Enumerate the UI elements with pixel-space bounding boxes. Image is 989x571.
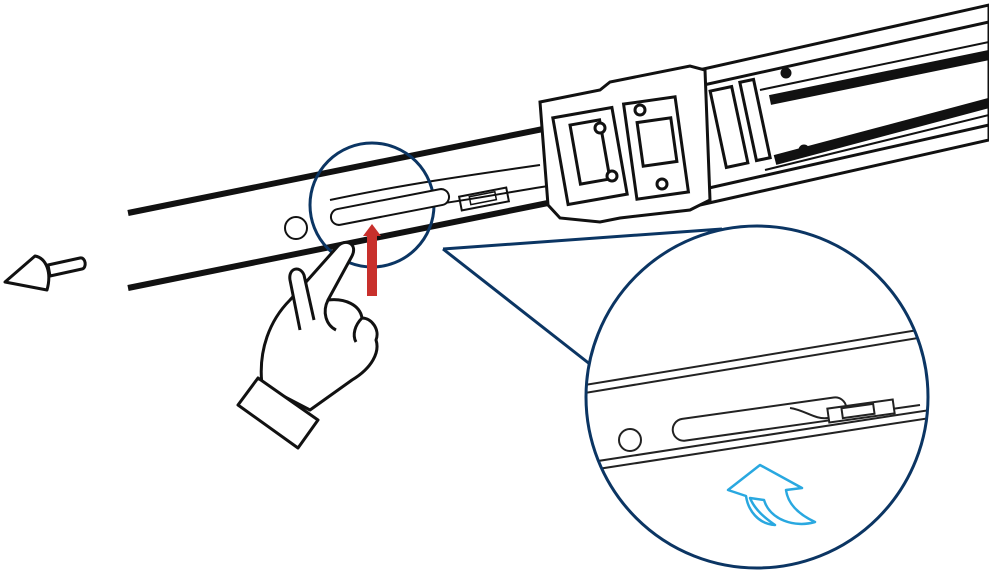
magnified-detail — [584, 224, 930, 570]
rail-bracket — [538, 64, 712, 224]
release-pin-tool-icon — [3, 254, 87, 292]
hand-pressing-icon — [236, 240, 379, 450]
outer-rail — [688, 3, 989, 207]
push-up-arrow-icon — [363, 224, 381, 296]
rail-hole — [284, 216, 308, 240]
lift-arrow-icon — [726, 463, 817, 527]
callout-connector — [442, 227, 723, 374]
